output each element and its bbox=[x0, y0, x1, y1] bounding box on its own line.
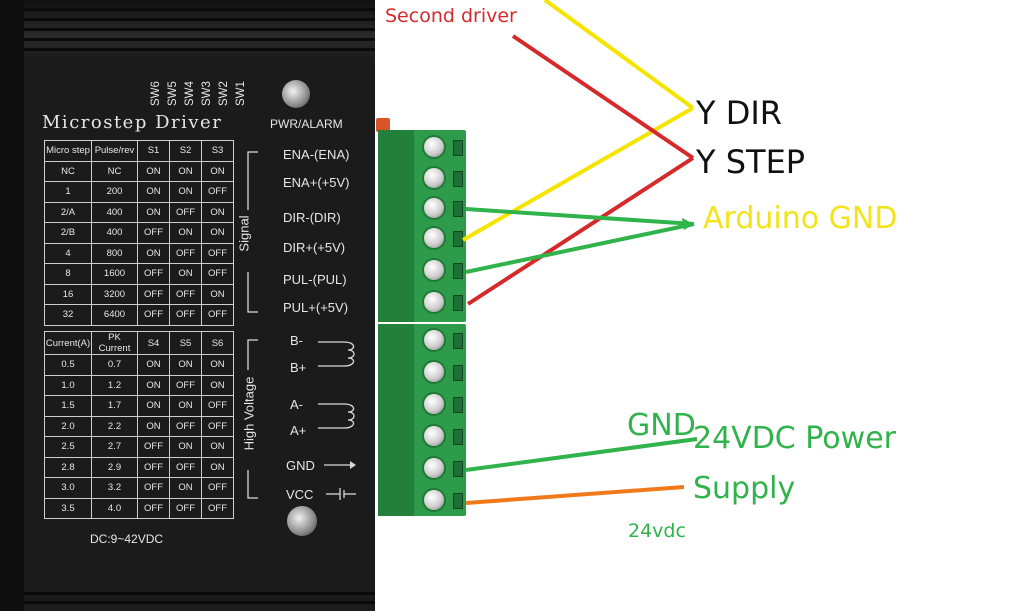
green-wire-pul-minus bbox=[465, 222, 695, 274]
red-wire-step bbox=[466, 156, 695, 306]
terminal-slot-icon bbox=[453, 333, 463, 349]
terminal-screw-icon bbox=[424, 458, 444, 478]
table-header-cell: S6 bbox=[201, 331, 234, 355]
table-cell: 3.5 bbox=[44, 497, 92, 519]
terminal-slot-icon bbox=[453, 365, 463, 381]
terminal-slot-icon bbox=[453, 461, 463, 477]
terminal-screw-icon bbox=[424, 228, 444, 248]
terminal-screw-icon bbox=[424, 330, 444, 350]
pin-label-pul-minus: PUL-(PUL) bbox=[283, 272, 347, 287]
terminal-slot-icon bbox=[453, 493, 463, 509]
driver-side-frame bbox=[0, 0, 24, 611]
terminal-slot-icon bbox=[453, 263, 463, 279]
heatsink-fin bbox=[24, 601, 375, 604]
terminal-slot-icon bbox=[453, 201, 463, 217]
green-wire-dir-minus bbox=[465, 207, 695, 226]
pin-label-dir-plus: DIR+(+5V) bbox=[283, 240, 346, 255]
heatsink-fin bbox=[24, 48, 375, 51]
terminal-screw-icon bbox=[424, 198, 444, 218]
power-supply-label-line2: Supply bbox=[693, 471, 796, 506]
pin-label-gnd: GND bbox=[286, 458, 315, 473]
terminal-screw-icon bbox=[424, 490, 444, 510]
green-wire-gnd bbox=[465, 437, 698, 472]
table-header-cell: Current(A) bbox=[44, 331, 92, 355]
group-brackets bbox=[247, 151, 258, 499]
alarm-led-icon bbox=[376, 118, 390, 132]
vdc-label: 24vdc bbox=[628, 520, 686, 542]
pwr-alarm-label: PWR/ALARM bbox=[270, 117, 343, 131]
terminal-slot-icon bbox=[453, 171, 463, 187]
table-cell: OFF bbox=[201, 304, 234, 326]
heatsink-fin bbox=[24, 28, 375, 31]
pin-label-dir-minus: DIR-(DIR) bbox=[283, 210, 341, 225]
table-cell: OFF bbox=[201, 497, 234, 519]
arduino-gnd-label: Arduino GND bbox=[703, 201, 898, 236]
pin-label-a-minus: A- bbox=[290, 397, 303, 412]
table-cell: OFF bbox=[137, 497, 170, 519]
terminal-screw-icon bbox=[424, 137, 444, 157]
terminal-slot-icon bbox=[453, 397, 463, 413]
terminal-screw-icon bbox=[424, 426, 444, 446]
terminal-side-shade bbox=[378, 324, 414, 516]
terminal-slot-icon bbox=[453, 295, 463, 311]
heatsink-fin bbox=[24, 18, 375, 21]
y-step-label: Y STEP bbox=[696, 143, 806, 181]
terminal-screw-icon bbox=[424, 394, 444, 414]
heatsink-fin bbox=[24, 8, 375, 11]
terminal-screw-icon bbox=[424, 260, 444, 280]
table-header-cell: PK Current bbox=[91, 331, 138, 355]
heatsink-fin bbox=[24, 592, 375, 595]
heatsink-fin bbox=[24, 38, 375, 41]
gnd-label: GND bbox=[627, 408, 696, 443]
second-driver-label: Second driver bbox=[385, 5, 517, 27]
red-wire-upper bbox=[511, 34, 695, 160]
terminal-screw-icon bbox=[424, 168, 444, 188]
terminal-screw-icon bbox=[424, 292, 444, 312]
pin-label-b-minus: B- bbox=[290, 333, 303, 348]
yellow-wire-upper bbox=[543, 0, 695, 110]
terminal-screw-icon bbox=[424, 362, 444, 382]
pin-label-b-plus: B+ bbox=[290, 360, 307, 375]
pwr-screw-icon bbox=[282, 80, 310, 108]
table-header-cell: S4 bbox=[137, 331, 170, 355]
terminal-slot-icon bbox=[453, 429, 463, 445]
pin-label-a-plus: A+ bbox=[290, 423, 307, 438]
pin-label-ena-plus: ENA+(+5V) bbox=[283, 175, 350, 190]
arrow-head-icon bbox=[682, 218, 694, 230]
table-cell: OFF bbox=[201, 263, 234, 285]
orange-wire-vcc bbox=[465, 485, 685, 505]
power-supply-label-line1: 24VDC Power bbox=[693, 421, 896, 456]
mounting-screw-icon bbox=[287, 506, 317, 536]
terminal-slot-icon bbox=[453, 140, 463, 156]
pin-label-pul-plus: PUL+(+5V) bbox=[283, 300, 349, 315]
y-dir-label: Y DIR bbox=[696, 94, 783, 132]
coil-symbols bbox=[318, 341, 356, 500]
pin-label-vcc: VCC bbox=[286, 487, 314, 502]
driver-title: Microstep Driver bbox=[42, 112, 223, 133]
terminal-side-shade bbox=[378, 130, 414, 322]
pin-label-ena-minus: ENA-(ENA) bbox=[283, 147, 350, 162]
supply-range-label: DC:9~42VDC bbox=[90, 532, 164, 546]
